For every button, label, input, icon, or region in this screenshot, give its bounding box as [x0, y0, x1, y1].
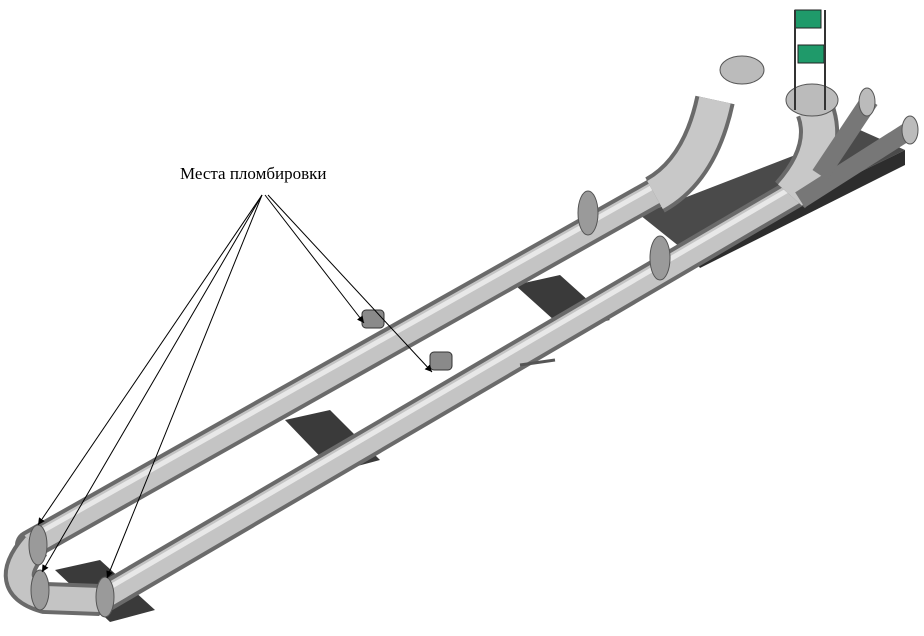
lower-pipe — [85, 83, 919, 615]
instrument-panels — [794, 9, 826, 110]
seal-points-label: Места пломбировки — [180, 164, 327, 183]
u-bend — [3, 524, 115, 618]
leader-arrows — [37, 194, 433, 579]
upper-pipe — [15, 55, 765, 560]
